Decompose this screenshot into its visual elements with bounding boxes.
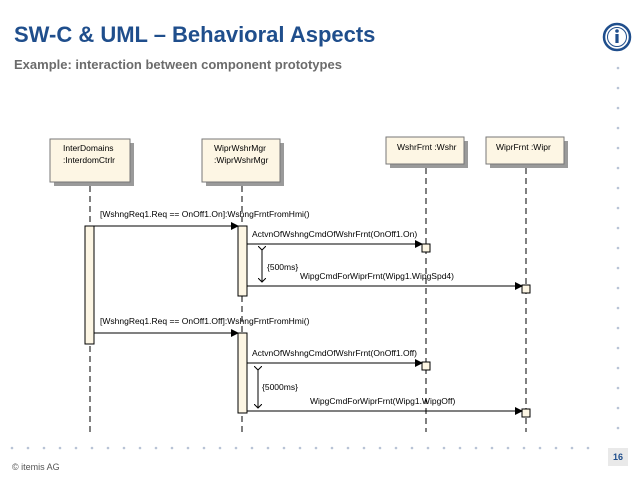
lifeline-box-interdomains: InterDomains :InterdomCtrlr	[49, 138, 134, 186]
message-label: WipgCmdForWiprFrnt(Wipg1.WipgSpd4)	[300, 271, 454, 281]
lifeline-box-wiprfrnt: WiprFrnt :Wipr	[485, 136, 568, 168]
message-label: WipgCmdForWiprFrnt(Wipg1.WipgOff)	[310, 396, 455, 406]
activation-wiprfrnt-1	[521, 284, 531, 294]
slide-subtitle: Example: interaction between component p…	[14, 57, 342, 72]
message-label: [WshngReq1.Req == OnOff1.Off]:WshngFrntF…	[100, 316, 310, 326]
right-dotted-border	[616, 66, 620, 430]
lifeline-label-line1: InterDomains	[63, 143, 114, 153]
bottom-dotted-border	[10, 446, 590, 450]
activation-wiprfrnt-2	[521, 408, 531, 418]
lifeline-box-wshrfrnt: WshrFrnt :Wshr	[385, 136, 468, 168]
message-wiping-off: WipgCmdForWiprFrnt(Wipg1.WipgOff)	[247, 396, 523, 415]
copyright-text: © itemis AG	[12, 462, 60, 472]
message-activation-off: ActvnOfWshngCmdOfWshrFrnt(OnOff1.Off)	[247, 348, 423, 367]
lifeline-box-wiprwshrmgr: WiprWshrMgr :WiprWshrMgr	[201, 138, 284, 186]
message-wiping-speed4: WipgCmdForWiprFrnt(Wipg1.WipgSpd4)	[247, 271, 523, 290]
slide-title: SW-C & UML – Behavioral Aspects	[14, 22, 376, 47]
activation-wshrfrnt-2	[421, 361, 431, 371]
lifeline-label-line1: WiprFrnt :Wipr	[496, 142, 551, 152]
lifeline-label-line1: WiprWshrMgr	[214, 143, 266, 153]
timing-constraint-5000ms: {5000ms}	[258, 370, 298, 408]
message-label: [WshngReq1.Req == OnOff1.On]:WshngFrntFr…	[100, 209, 310, 219]
lifeline-label-line2: :InterdomCtrlr	[63, 155, 115, 165]
message-label: ActvnOfWshngCmdOfWshrFrnt(OnOff1.Off)	[252, 348, 417, 358]
activation-wiprwshrmgr-1	[237, 225, 248, 297]
message-washing-on: [WshngReq1.Req == OnOff1.On]:WshngFrntFr…	[94, 209, 310, 230]
timing-label: {500ms}	[267, 262, 298, 272]
message-washing-off: [WshngReq1.Req == OnOff1.Off]:WshngFrntF…	[94, 316, 310, 337]
lifeline-label-line2: :WiprWshrMgr	[214, 155, 268, 165]
timing-constraint-500ms: {500ms}	[262, 250, 298, 282]
message-activation-on: ActvnOfWshngCmdOfWshrFrnt(OnOff1.On)	[247, 229, 423, 248]
page-number: 16	[608, 448, 628, 466]
message-label: ActvnOfWshngCmdOfWshrFrnt(OnOff1.On)	[252, 229, 417, 239]
activation-interdomains	[84, 225, 95, 345]
itemis-info-icon	[602, 22, 632, 52]
activation-wiprwshrmgr-2	[237, 332, 248, 414]
timing-label: {5000ms}	[262, 382, 298, 392]
activation-wshrfrnt-1	[421, 243, 431, 253]
lifeline-label-line1: WshrFrnt :Wshr	[397, 142, 457, 152]
